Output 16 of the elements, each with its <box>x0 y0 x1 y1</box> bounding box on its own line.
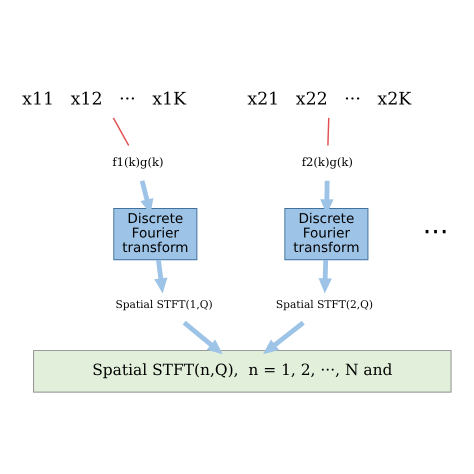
node-box: Discrete Fourier transform <box>284 208 368 260</box>
node-text: x21 x22 ··· x2K <box>247 89 412 110</box>
node-text: x11 x12 ··· x1K <box>22 89 186 110</box>
arrow <box>154 259 168 293</box>
node-text: Spatial STFT(2,Q) <box>276 297 374 310</box>
connector <box>327 117 330 146</box>
node-text: Spatial STFT(1,Q) <box>115 297 213 310</box>
node-box: Spatial STFT(n,Q), n = 1, 2, ···, N and <box>33 350 452 392</box>
arrow <box>182 320 223 354</box>
label: ··· <box>422 216 449 248</box>
connector <box>112 117 130 146</box>
arrow <box>318 259 332 293</box>
arrow <box>263 320 305 354</box>
node-box: Discrete Fourier transform <box>113 208 198 260</box>
node-text: f1(k)g(k) <box>112 154 164 169</box>
node-text: f2(k)g(k) <box>302 154 353 169</box>
